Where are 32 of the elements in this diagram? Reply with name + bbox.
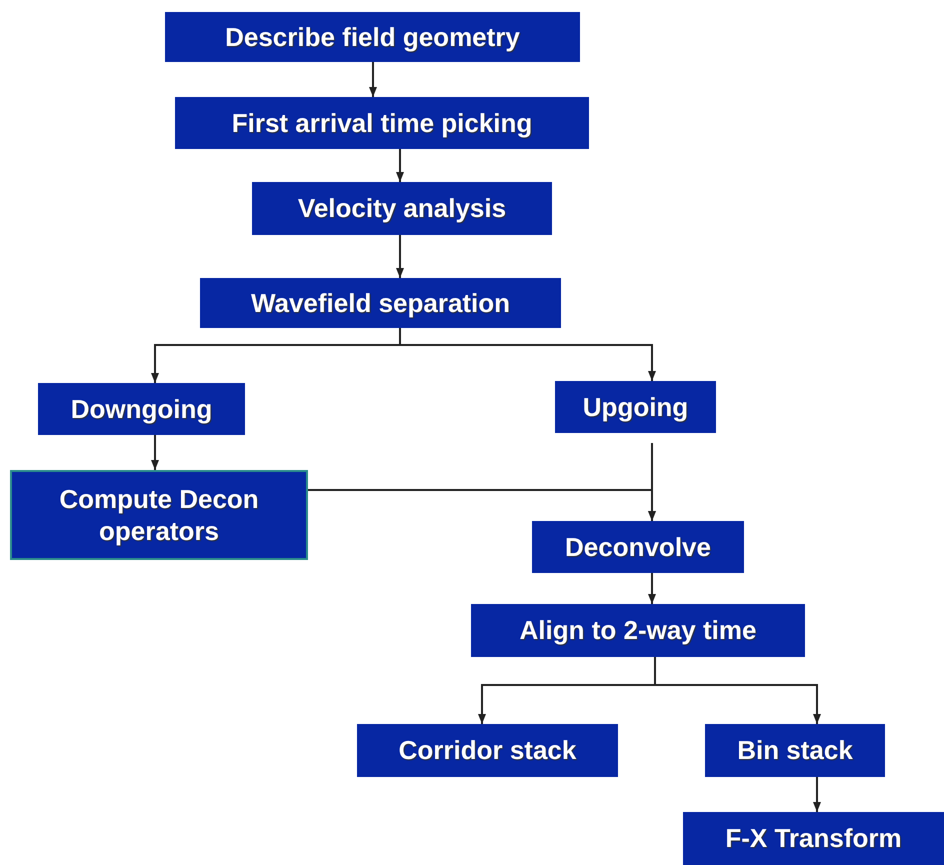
arrow [396,235,404,278]
process-box [555,381,716,433]
box-label: Downgoing [70,392,212,426]
process-box [175,97,589,149]
box-label: Bin stack [737,734,853,767]
process-box [252,182,552,235]
box-label: F-X Transform [725,822,902,855]
box-label: Wavefield separation [250,286,510,320]
arrow [399,328,656,381]
process-box [10,470,308,560]
arrow [369,62,377,97]
box-label: Corridor stack [398,734,576,767]
process-box [471,604,805,657]
arrow [151,435,159,470]
process-box [683,812,944,865]
box-label: Compute Decon operators [58,482,260,548]
box-label: Describe field geometry [225,20,520,54]
process-box [165,12,580,62]
process-box [200,278,561,328]
process-box [357,724,618,777]
process-box [38,383,245,435]
arrow [396,149,404,182]
box-label: First arrival time picking [232,106,532,140]
box-label: Align to 2-way time [520,614,756,647]
box-label: Deconvolve [565,530,711,564]
arrow [648,573,656,604]
process-box [532,521,744,573]
box-label: Upgoing [582,390,688,424]
arrow [813,777,821,812]
box-label: Velocity analysis [298,192,506,225]
arrow [648,443,656,521]
process-box [705,724,885,777]
